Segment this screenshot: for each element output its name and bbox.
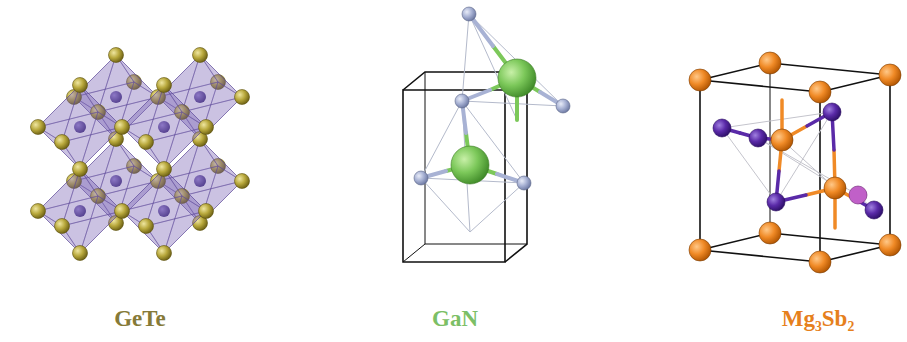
- te-atom: [235, 90, 250, 105]
- te-atom: [115, 120, 130, 135]
- atoms: [414, 7, 570, 190]
- octahedron-face: [182, 55, 242, 112]
- te-atom: [193, 48, 208, 63]
- octahedron-face: [146, 85, 206, 142]
- formula-label: GeTe: [114, 305, 166, 333]
- te-atom: [139, 135, 154, 150]
- octahedron-face: [62, 85, 122, 142]
- formula-label: GaN: [432, 305, 478, 333]
- te-atom: [73, 162, 88, 177]
- te-atom: [109, 48, 124, 63]
- atoms: [689, 52, 901, 273]
- bonds: [421, 14, 563, 183]
- te-atom: [73, 78, 88, 93]
- te-atom: [199, 204, 214, 219]
- te-atom: [157, 162, 172, 177]
- octahedron-face: [116, 55, 158, 97]
- octahedron-face: [80, 169, 122, 211]
- octahedron-face: [182, 139, 242, 196]
- te-atom: [199, 120, 214, 135]
- gan-structure: [403, 7, 570, 262]
- te-atom: [55, 135, 70, 150]
- bonds: [722, 100, 874, 228]
- guide-lines: [722, 112, 874, 210]
- te-atom: [55, 219, 70, 234]
- tetrahedron-edges: [421, 14, 563, 232]
- octahedron-face: [200, 139, 242, 181]
- te-atom: [31, 204, 46, 219]
- te-atom: [157, 246, 172, 261]
- octahedron-face: [146, 169, 206, 226]
- octahedron-face: [80, 85, 122, 127]
- te-atom: [235, 174, 250, 189]
- octahedron-face: [164, 85, 206, 127]
- mg3sb2-structure: [689, 52, 901, 273]
- te-atom: [157, 78, 172, 93]
- cell-box: [700, 63, 890, 262]
- octahedron-face: [62, 169, 122, 226]
- te-atom: [139, 219, 154, 234]
- octahedron-face: [164, 169, 206, 211]
- gete-structure: [31, 48, 250, 261]
- formula-label: Mg₃Sb₂: [782, 305, 855, 333]
- te-atom: [73, 246, 88, 261]
- te-atom: [115, 204, 130, 219]
- te-atom: [31, 120, 46, 135]
- octahedron-face: [200, 55, 242, 97]
